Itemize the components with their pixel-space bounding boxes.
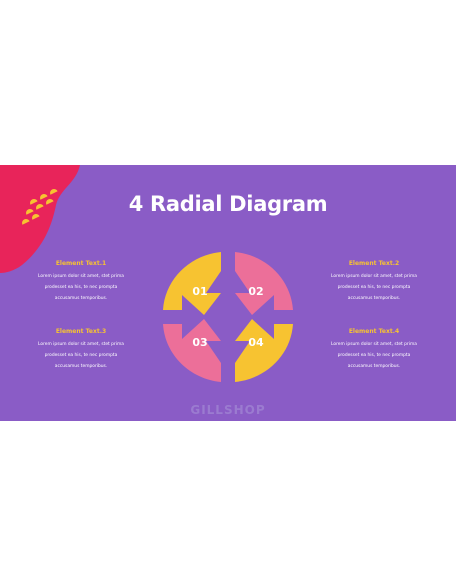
element-title: Element Text.1 — [55, 260, 107, 267]
element-line: accusamus temporibus. — [347, 296, 401, 301]
slide: 4 Radial Diagram Element Text.1 Lorem ip… — [0, 165, 456, 421]
segment-label: 01 — [192, 285, 207, 298]
element-line: accusamus temporibus. — [347, 364, 401, 369]
element-title: Element Text.2 — [348, 260, 400, 267]
element-line: prodesset ea his, te nec prompta — [44, 353, 118, 358]
segment-04: 04 — [235, 319, 293, 382]
element-line: prodesset ea his, te nec prompta — [337, 285, 411, 290]
element-line: Lorem ipsum dolor sit amet, stet prima — [38, 274, 124, 279]
element-text-2: Element Text.2 Lorem ipsum dolor sit ame… — [319, 260, 429, 304]
segment-03: 03 — [163, 319, 221, 382]
element-line: Lorem ipsum dolor sit amet, stet prima — [331, 274, 417, 279]
element-text-1: Element Text.1 Lorem ipsum dolor sit ame… — [26, 260, 136, 304]
segment-label: 03 — [192, 336, 207, 349]
radial-diagram: 01 02 03 04 — [163, 252, 293, 382]
element-text-4: Element Text.4 Lorem ipsum dolor sit ame… — [319, 328, 429, 372]
segment-02: 02 — [235, 252, 293, 315]
element-line: accusamus temporibus. — [54, 364, 108, 369]
element-title: Element Text.4 — [348, 328, 400, 335]
element-text-3: Element Text.3 Lorem ipsum dolor sit ame… — [26, 328, 136, 372]
segment-label: 02 — [248, 285, 263, 298]
element-line: prodesset ea his, te nec prompta — [44, 285, 118, 290]
element-line: accusamus temporibus. — [54, 296, 108, 301]
watermark: GILLSHOP — [190, 403, 266, 417]
element-title: Element Text.3 — [55, 328, 107, 335]
decorative-blob — [0, 165, 80, 273]
element-line: prodesset ea his, te nec prompta — [337, 353, 411, 358]
element-line: Lorem ipsum dolor sit amet, stet prima — [331, 342, 417, 347]
segment-label: 04 — [248, 336, 264, 349]
segment-01: 01 — [163, 252, 221, 315]
slide-title: 4 Radial Diagram — [128, 192, 328, 216]
element-line: Lorem ipsum dolor sit amet, stet prima — [38, 342, 124, 347]
